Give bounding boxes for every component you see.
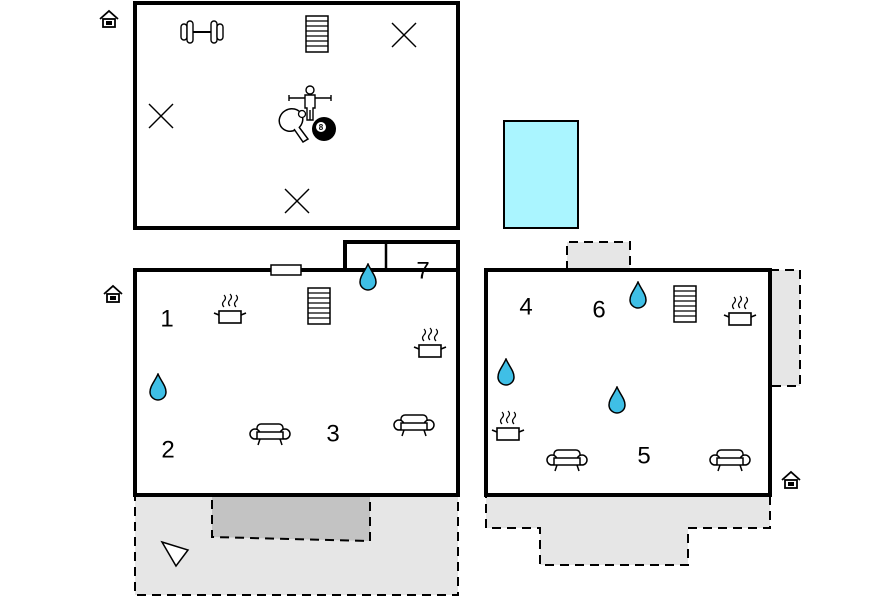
entrance-house-icon [781, 471, 801, 489]
terrace-right [485, 494, 771, 566]
stairs-icon [673, 285, 697, 323]
swimming-pool [503, 120, 579, 229]
entrance-house-icon [103, 285, 123, 303]
terrace-left-covered [211, 494, 371, 543]
dumbbell-icon [180, 20, 224, 44]
building-left-walls [133, 240, 460, 497]
room-number: 2 [161, 436, 174, 463]
foosball-icon [288, 85, 332, 121]
entrance-house-icon [99, 10, 119, 28]
north-arrow-icon [160, 540, 190, 568]
terrace-right-side [770, 269, 801, 387]
room-number: 5 [637, 442, 650, 469]
terrace-right-top [566, 241, 631, 270]
room-number: 7 [416, 257, 429, 284]
room-number: 6 [592, 296, 605, 323]
room-number: 4 [519, 293, 532, 320]
stairs-icon [307, 287, 331, 325]
billiard-ball-number: 8 [319, 123, 324, 132]
billiard-ball-icon: 8 [312, 117, 336, 141]
ping-pong-icon [278, 107, 310, 144]
stairs-icon [305, 15, 329, 53]
room-number: 1 [160, 305, 173, 332]
window-left [270, 264, 302, 276]
room-number: 3 [326, 420, 339, 447]
